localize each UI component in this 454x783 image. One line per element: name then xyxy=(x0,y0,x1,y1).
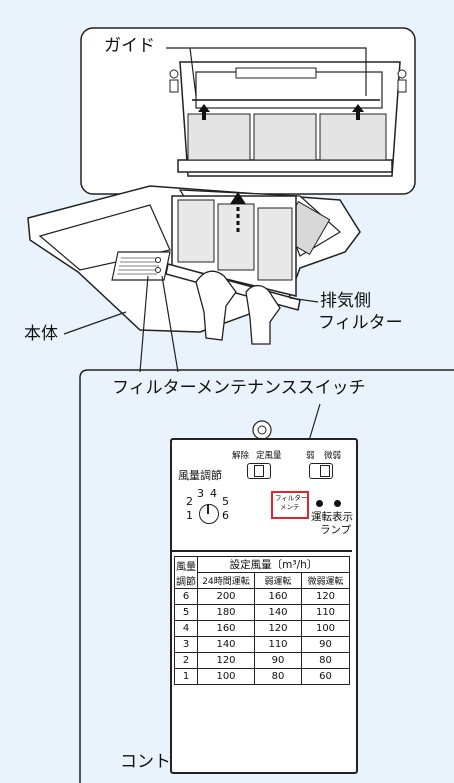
table-cell: 140 xyxy=(197,636,255,653)
table-cell: 180 xyxy=(197,604,255,621)
table-cell: 90 xyxy=(254,652,302,669)
table-cell: 6 xyxy=(174,588,198,605)
table-cell: 5 xyxy=(174,604,198,621)
weak-label: 弱 xyxy=(306,451,315,461)
table-cell: 160 xyxy=(254,588,302,605)
table-cell: 120 xyxy=(197,652,255,669)
dial-num: 6 xyxy=(222,509,229,522)
table-cell: 100 xyxy=(197,668,255,685)
table-cell: 80 xyxy=(254,668,302,685)
table-cell: 100 xyxy=(301,620,350,637)
table-cell: 1 xyxy=(174,668,198,685)
exhaust-leader xyxy=(289,297,319,303)
label-maint-switch-title: フィルターメンテナンススイッチ xyxy=(112,378,366,398)
th-micro: 微弱運転 xyxy=(301,572,350,589)
dial-num: 5 xyxy=(222,495,229,508)
airflow-table: 風量 調節 設定風量〔m³/h〕 24時間運転 弱運転 微弱運転 6 200 1… xyxy=(174,556,350,685)
dial-num: 1 xyxy=(186,509,193,522)
body-leader xyxy=(63,311,127,335)
th-weak: 弱運転 xyxy=(254,572,302,589)
table-cell: 120 xyxy=(254,620,302,637)
table-cell: 3 xyxy=(174,636,198,653)
table-cell: 110 xyxy=(301,604,350,621)
label-guide: ガイド xyxy=(104,36,155,56)
maint-button-label-2: メンテ xyxy=(280,503,300,511)
dial-num: 3 xyxy=(197,487,204,500)
maint-button-label-1: フィルター xyxy=(275,494,308,502)
table-cell: 160 xyxy=(197,620,255,637)
filter-maint-button[interactable] xyxy=(271,491,309,519)
table-cell: 110 xyxy=(254,636,302,653)
table-row: 2 120 90 80 xyxy=(174,652,350,669)
set-airflow-label: 定風量 xyxy=(256,451,282,461)
table-row: 3 140 110 90 xyxy=(174,636,350,653)
table-cell: 90 xyxy=(301,636,350,653)
run-lamp-label-1: 運転表示 xyxy=(311,511,353,523)
run-lamp-label-2: ランプ xyxy=(320,524,352,536)
release-label: 解除 xyxy=(232,451,250,461)
dial-num: 4 xyxy=(210,487,217,500)
table-cell: 200 xyxy=(197,588,255,605)
small-grille xyxy=(111,251,171,281)
lower-frame xyxy=(79,369,454,783)
hand-left xyxy=(195,270,237,341)
label-exhaust-filter-1: 排気側 xyxy=(320,291,371,311)
th-adjust-2: 調節 xyxy=(176,576,196,588)
callout-housing xyxy=(169,61,407,177)
table-row: 6 200 160 120 xyxy=(174,588,350,605)
exhaust-filter-pullout xyxy=(165,195,301,311)
th-set-airflow: 設定風量〔m³/h〕 xyxy=(197,556,350,573)
label-main-body: 本体 xyxy=(24,324,58,344)
airflow-dial[interactable] xyxy=(199,504,219,524)
run-lamp xyxy=(316,500,323,507)
micro-weak-label: 微弱 xyxy=(324,451,342,461)
label-exhaust-filter-2: フィルター xyxy=(318,313,403,333)
table-cell: 60 xyxy=(301,668,350,685)
airflow-adjust-label: 風量調節 xyxy=(178,469,222,482)
table-cell: 4 xyxy=(174,620,198,637)
table-cell: 80 xyxy=(301,652,350,669)
th-adjust: 風量 調節 xyxy=(174,556,198,589)
hand-right xyxy=(245,285,281,345)
dial-pointer xyxy=(207,505,209,514)
table-row: 1 100 80 60 xyxy=(174,668,350,685)
table-row: 5 180 140 110 xyxy=(174,604,350,621)
run-lamp xyxy=(334,500,341,507)
weak-switch[interactable] xyxy=(309,463,333,479)
th-24h: 24時間運転 xyxy=(197,572,255,589)
table-cell: 120 xyxy=(301,588,350,605)
table-row: 4 160 120 100 xyxy=(174,620,350,637)
panel-divider xyxy=(172,550,352,552)
dial-num: 2 xyxy=(186,495,193,508)
set-airflow-switch[interactable] xyxy=(247,463,271,479)
table-cell: 2 xyxy=(174,652,198,669)
th-adjust-1: 風量 xyxy=(176,561,196,573)
table-cell: 140 xyxy=(254,604,302,621)
